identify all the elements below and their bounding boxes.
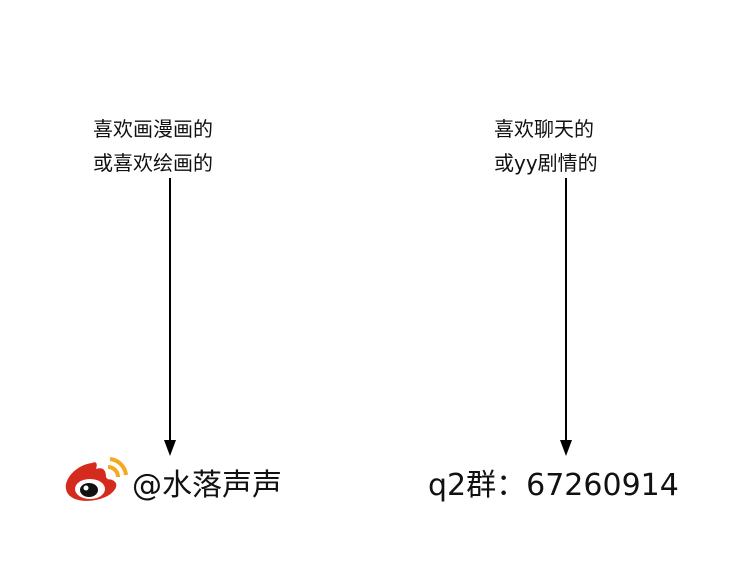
left-caption-line1: 喜欢画漫画的 — [93, 117, 213, 141]
left-caption: 喜欢画漫画的 或喜欢绘画的 — [93, 112, 213, 180]
qq-group: q2群：67260914 — [428, 468, 679, 503]
weibo-handle: @水落声声 — [132, 468, 282, 503]
weibo-logo-icon — [65, 457, 128, 501]
right-arrow — [560, 178, 572, 456]
left-caption-line2: 或喜欢绘画的 — [93, 151, 213, 175]
right-caption-line1: 喜欢聊天的 — [494, 117, 594, 141]
right-caption: 喜欢聊天的 或yy剧情的 — [494, 112, 598, 180]
left-arrow — [164, 178, 176, 456]
right-caption-line2: 或yy剧情的 — [494, 151, 598, 175]
